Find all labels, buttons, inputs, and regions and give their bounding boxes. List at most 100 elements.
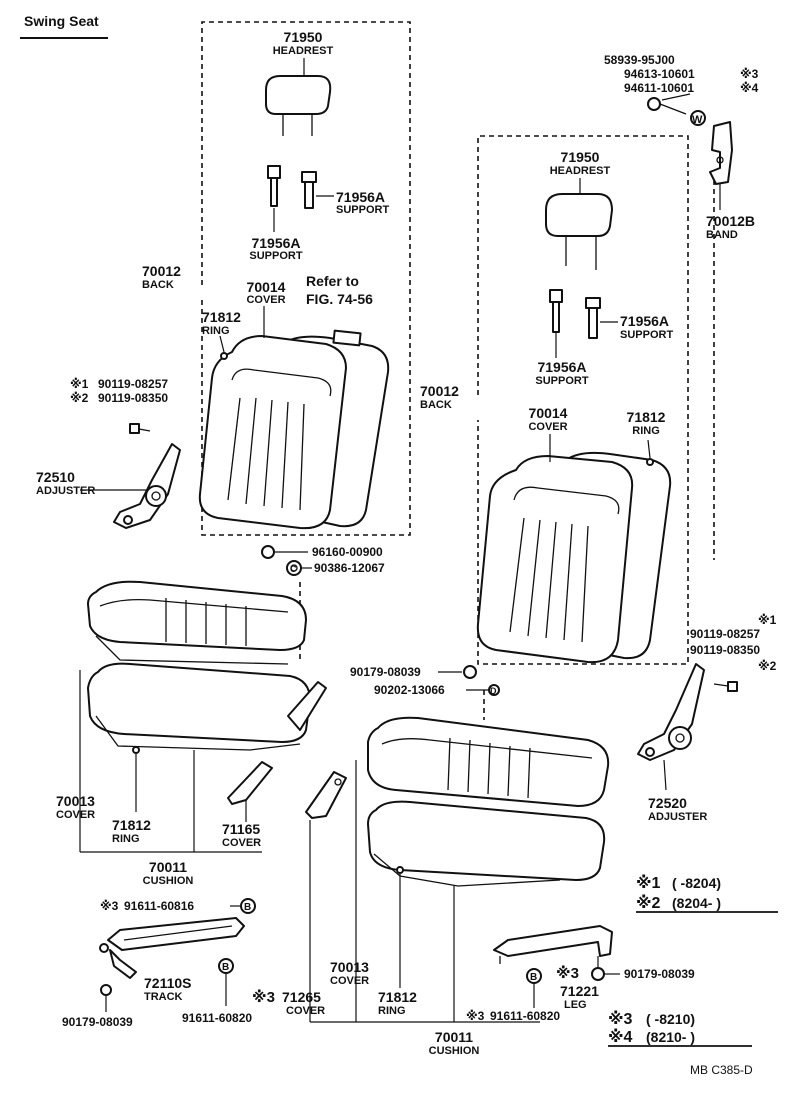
diagram-title: Swing Seat — [24, 13, 99, 29]
label-94613-num: 94613-10601 — [624, 67, 695, 81]
label-70013-left-num: 70013 — [56, 793, 95, 809]
label-72510-name: ADJUSTER — [36, 485, 95, 497]
left-ring-drawing — [132, 746, 140, 754]
label-bolt-right-num1: 90119-08257 — [690, 627, 760, 641]
label-71956a-left-a-num: 71956A — [251, 235, 300, 251]
label-91611-820-left-num: 91611-60820 — [182, 1011, 252, 1025]
label-71165-num: 71165 — [222, 821, 260, 837]
label-71812-right2-name: RING — [378, 1005, 406, 1017]
left-back-drawing — [198, 329, 390, 530]
right-cushion-cover-drawing — [367, 716, 610, 807]
label-71956a-left-a-name: SUPPORT — [249, 250, 302, 262]
label-94611-mark: ※4 — [740, 81, 759, 95]
label-70014-right-name: COVER — [528, 421, 567, 433]
cover-71165-drawing — [227, 761, 273, 805]
label-70012-left-name: BACK — [142, 279, 174, 291]
left-adjuster-drawing — [113, 443, 181, 529]
refer-line1: Refer to — [306, 273, 359, 289]
collar-90386-hole — [290, 564, 298, 572]
cover-71265-drawing — [305, 771, 347, 819]
label-70014-left-name: COVER — [246, 294, 285, 306]
label-90202-num: 90202-13066 — [374, 683, 445, 697]
label-70014-right-num: 70014 — [529, 405, 568, 421]
note-4-mark: ※4 — [608, 1028, 633, 1046]
right-cushion-drawing — [367, 800, 606, 887]
nut-90179-mid-drawing — [463, 665, 477, 679]
left-cushion-drawing — [87, 662, 327, 751]
label-94611-num: 94611-10601 — [624, 81, 694, 95]
nut-96160-drawing — [261, 545, 275, 559]
label-71812-left-num: 71812 — [202, 309, 241, 325]
note-3-text: ( -8210) — [646, 1011, 695, 1027]
label-71956a-left-b-num: 71956A — [336, 189, 385, 205]
label-70012-left-num: 70012 — [142, 263, 181, 279]
label-71221-name: LEG — [564, 999, 587, 1011]
label-90179-left-num: 90179-08039 — [62, 1015, 133, 1029]
note-2: ※2 (8204- ) — [636, 894, 721, 912]
cover-71265-hole — [334, 778, 342, 786]
label-71265-name: COVER — [286, 1005, 325, 1017]
label-71950-left-name: HEADREST — [273, 45, 334, 57]
label-70011-left-name: CUSHION — [143, 875, 194, 887]
band-drawing — [647, 97, 733, 185]
label-71950-right-num: 71950 — [561, 149, 600, 165]
note-2-mark: ※2 — [636, 894, 661, 912]
left-support-drawing — [267, 165, 317, 209]
letter-c: C — [290, 564, 297, 574]
note-4: ※4 (8210- ) — [608, 1028, 695, 1046]
label-70013-right-num: 70013 — [330, 959, 369, 975]
label-bolt-left-num1: 90119-08257 — [98, 377, 168, 391]
label-71956a-right-b-num: 71956A — [620, 313, 669, 329]
label-70012b-name: BAND — [706, 229, 738, 241]
right-support-drawing — [549, 289, 601, 339]
left-headrest-drawing — [265, 75, 332, 136]
left-bolt-drawing — [129, 423, 151, 434]
left-cushion-cover-drawing — [87, 580, 307, 665]
letter-d: D — [490, 686, 497, 696]
note-4-text: (8210- ) — [646, 1029, 695, 1045]
label-bolt-left-mark2: ※2 — [70, 391, 89, 405]
label-70013-left-name: COVER — [56, 809, 95, 821]
right-headrest-drawing — [545, 193, 613, 270]
label-71265-num: 71265 — [282, 989, 321, 1005]
letter-w: W — [692, 114, 703, 126]
label-71812-right2-num: 71812 — [378, 989, 417, 1005]
label-70012-right-num: 70012 — [420, 383, 459, 399]
label-70012-right-name: BACK — [420, 399, 452, 411]
label-71165-name: COVER — [222, 837, 261, 849]
label-91611-816-num: 91611-60816 — [124, 899, 194, 913]
label-72520-name: ADJUSTER — [648, 811, 707, 823]
nut-90179-left-drawing — [100, 984, 112, 996]
label-72510-num: 72510 — [36, 469, 75, 485]
label-90179-mid-num: 90179-08039 — [350, 665, 421, 679]
right-back-dashed-box — [477, 135, 689, 665]
label-bolt-right-mark1: ※1 — [758, 613, 777, 627]
label-71812-right-name: RING — [632, 425, 660, 437]
label-96160-num: 96160-00900 — [312, 545, 383, 559]
right-ring-drawing — [396, 866, 404, 874]
note-3: ※3 ( -8210) — [608, 1010, 695, 1028]
letter-b-lower: B — [222, 962, 229, 973]
label-91611-820-right-mark: ※3 — [466, 1009, 485, 1023]
label-58939-num: 58939-95J00 — [604, 53, 675, 67]
label-72110s-num: 72110S — [144, 975, 192, 991]
label-72520-num: 72520 — [648, 795, 687, 811]
label-bolt-right-mark2: ※2 — [758, 659, 777, 673]
label-90386-num: 90386-12067 — [314, 561, 385, 575]
label-91611-820-right-num: 91611-60820 — [490, 1009, 560, 1023]
leg-drawing — [493, 925, 613, 964]
note-3-mark: ※3 — [608, 1010, 633, 1028]
label-91611-816-mark: ※3 — [100, 899, 119, 913]
left-back-dashed-box — [201, 21, 411, 536]
letter-b-right: B — [530, 972, 537, 983]
label-71221-num: 71221 — [560, 983, 599, 999]
label-71956a-left-b-name: SUPPORT — [336, 204, 389, 216]
label-bolt-left-mark1: ※1 — [70, 377, 89, 391]
label-94613-mark: ※3 — [740, 67, 759, 81]
label-70012b-num: 70012B — [706, 213, 755, 229]
note-1-text: ( -8204) — [672, 875, 721, 891]
label-90179-right-num: 90179-08039 — [624, 967, 695, 981]
label-71956a-right-a-name: SUPPORT — [535, 375, 588, 387]
label-70011-left-num: 70011 — [149, 859, 187, 875]
